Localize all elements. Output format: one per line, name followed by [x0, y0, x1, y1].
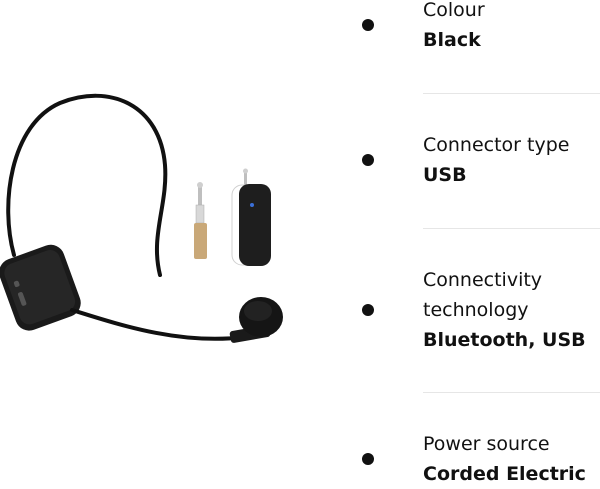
- led-indicator-icon: [250, 203, 254, 207]
- spec-label: Power source: [423, 433, 550, 455]
- spec-label: Connectivity: [423, 269, 543, 291]
- bullet-dot-icon: [362, 19, 374, 31]
- divider: [423, 392, 600, 393]
- spec-value: USB: [423, 164, 467, 186]
- spec-label: Colour: [423, 0, 485, 21]
- spec-label: Connector type: [423, 134, 570, 156]
- spec-value: Corded Electric: [423, 463, 586, 485]
- spec-label-line2: technology: [423, 299, 529, 321]
- bullet-dot-icon: [362, 304, 374, 316]
- bullet-dot-icon: [362, 453, 374, 465]
- spec-value: Black: [423, 29, 481, 51]
- receiver-icon: [231, 168, 271, 266]
- bullet-dot-icon: [362, 154, 374, 166]
- adapter-plug-icon: [194, 182, 207, 259]
- control-box-icon: [0, 244, 81, 331]
- boom-arm-icon: [70, 308, 247, 341]
- spec-value: Bluetooth, USB: [423, 329, 586, 351]
- divider: [423, 228, 600, 229]
- divider: [423, 93, 600, 94]
- headband-icon: [6, 93, 168, 277]
- product-image: [0, 85, 300, 375]
